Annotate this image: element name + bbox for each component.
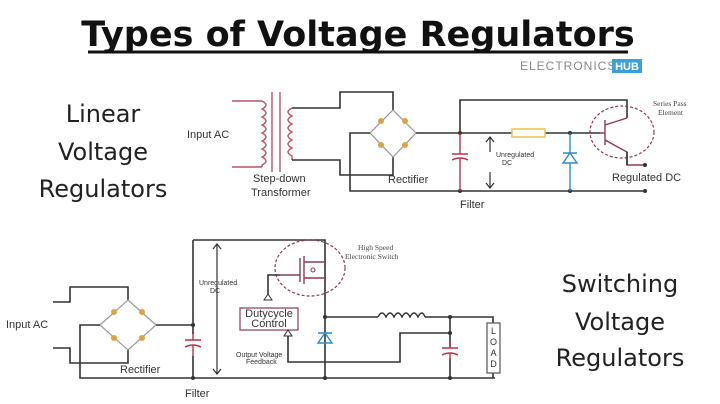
zener-diode (561, 133, 579, 191)
dutycycle-control-box (239, 307, 299, 331)
output-capacitor (441, 342, 459, 360)
svg-text:Electronic Switch: Electronic Switch (345, 252, 399, 261)
svg-text:DC: DC (210, 288, 220, 295)
load-label: L O A D (490, 326, 497, 369)
svg-text:Input AC: Input AC (6, 319, 48, 331)
svg-text:Transformer: Transformer (251, 187, 311, 199)
svg-text:Input AC: Input AC (187, 129, 229, 141)
resistor (511, 128, 546, 138)
page-title: Types of Voltage Regulators (81, 15, 635, 55)
svg-text:O: O (490, 337, 497, 347)
bridge-diodes (378, 118, 408, 148)
freewheel-diode (316, 331, 334, 344)
svg-text:Filter: Filter (185, 388, 210, 400)
svg-text:Feedback: Feedback (246, 359, 277, 366)
svg-text:High Speed: High Speed (358, 243, 393, 252)
series-pass-dashed-circle (589, 105, 655, 159)
svg-text:Dutycycle: Dutycycle (245, 308, 293, 320)
svg-text:D: D (490, 359, 497, 369)
svg-text:Switching: Switching (562, 270, 678, 298)
filter-capacitor (451, 133, 469, 191)
switching-regulator-circuit: L O A D Input AC Rectifier Filter Unregu… (6, 239, 501, 400)
svg-text:HUB: HUB (615, 61, 639, 73)
svg-text:Regulators: Regulators (556, 344, 685, 372)
svg-text:Rectifier: Rectifier (120, 364, 161, 376)
inductor (377, 312, 426, 319)
svg-text:Output Voltage: Output Voltage (236, 352, 282, 359)
linear-heading: Linear Voltage Regulators (39, 100, 168, 203)
primary-coil (260, 100, 267, 167)
linear-regulator-circuit: Input AC Step-down Transformer Rectifier… (187, 91, 687, 211)
load-box (486, 322, 501, 374)
switch-dashed-circle (274, 239, 346, 297)
secondary-coil (287, 107, 294, 160)
svg-text:Linear: Linear (66, 100, 141, 128)
mosfet (280, 256, 325, 284)
svg-text:ELECTRONICS: ELECTRONICS (520, 59, 616, 73)
bridge-diodes (111, 309, 145, 341)
svg-text:Element: Element (658, 108, 684, 117)
svg-text:Regulated DC: Regulated DC (612, 172, 681, 184)
electronics-hub-logo: ELECTRONICS HUB (520, 59, 642, 73)
svg-text:Series Pass: Series Pass (653, 99, 687, 108)
svg-text:L: L (491, 326, 496, 336)
svg-text:Filter: Filter (460, 199, 485, 211)
svg-text:Control: Control (251, 318, 286, 330)
svg-text:Voltage: Voltage (58, 138, 148, 166)
svg-text:Step-down: Step-down (253, 173, 306, 185)
svg-text:Unregulated: Unregulated (199, 280, 237, 287)
switching-heading: Switching Voltage Regulators (556, 270, 685, 372)
transistor (600, 117, 645, 166)
svg-text:Regulators: Regulators (39, 175, 168, 203)
svg-text:DC: DC (502, 160, 512, 167)
svg-text:Voltage: Voltage (575, 308, 665, 336)
svg-text:Rectifier: Rectifier (388, 174, 429, 186)
filter-capacitor (184, 334, 202, 356)
svg-text:Unregulated: Unregulated (496, 152, 534, 159)
svg-text:A: A (490, 348, 496, 358)
